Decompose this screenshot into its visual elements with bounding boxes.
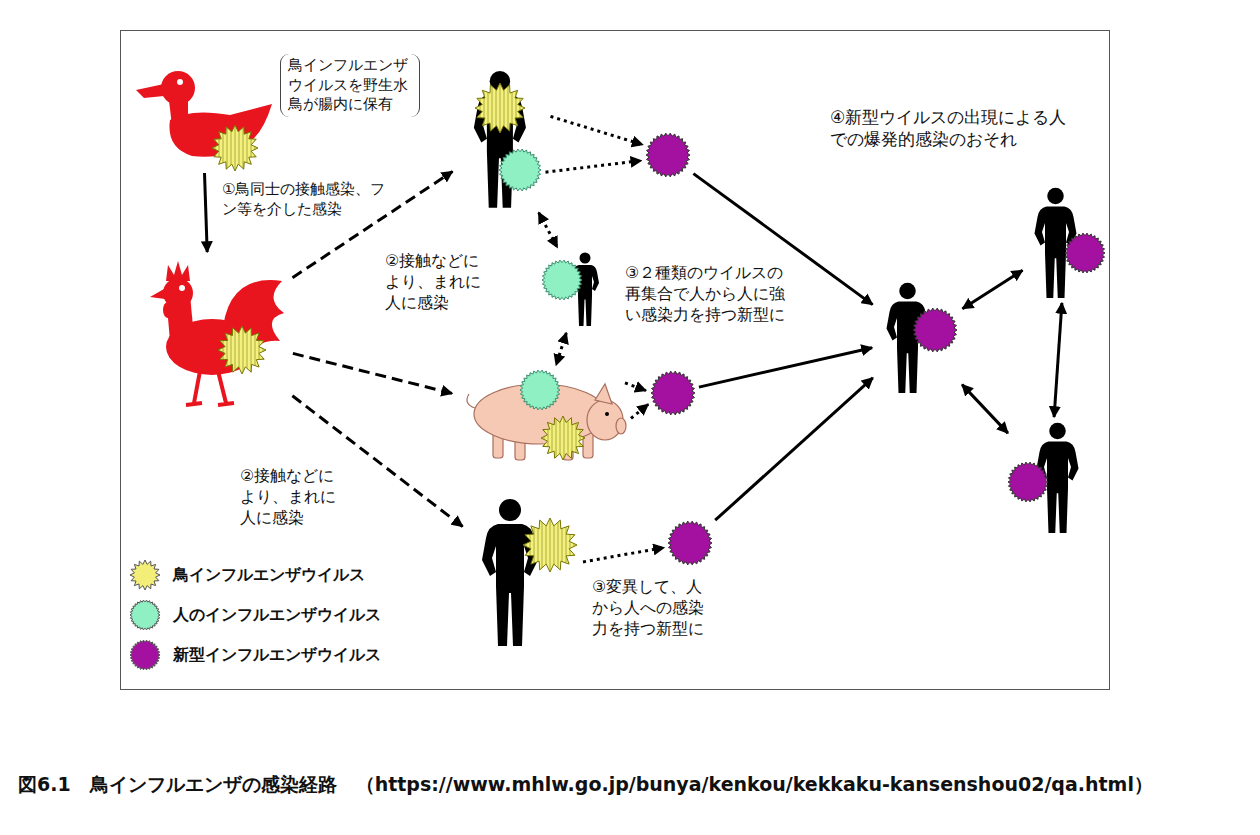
illustration bbox=[667, 520, 713, 566]
dotted-arrow bbox=[583, 548, 664, 562]
legend-row: 新型インフルエンザウイルス bbox=[125, 635, 381, 675]
legend-row: 人のインフルエンザウイルス bbox=[125, 595, 381, 635]
annotation-note: 鳥インフルエンザウイルスを野生水鳥が腸内に保有 bbox=[280, 54, 420, 117]
virus-icon bbox=[130, 640, 160, 670]
legend-swatch bbox=[125, 558, 165, 592]
solid-arrow bbox=[1054, 303, 1062, 417]
illustration bbox=[455, 368, 625, 463]
new-virus bbox=[650, 370, 696, 416]
solid-arrow bbox=[963, 270, 1023, 308]
figure-caption: 図6.1 鳥インフルエンザの感染経路 （https://www.mhlw.go.… bbox=[18, 772, 1248, 797]
dotted-arrow bbox=[539, 213, 558, 248]
virus-icon bbox=[1008, 462, 1048, 502]
person-silhouette bbox=[482, 499, 538, 646]
new-virus bbox=[645, 132, 691, 178]
virus-icon bbox=[130, 600, 160, 630]
illustration bbox=[455, 70, 545, 210]
virus-icon bbox=[475, 83, 525, 133]
virus-icon bbox=[218, 326, 266, 374]
virus-icon bbox=[646, 133, 690, 177]
virus-icon bbox=[651, 371, 695, 415]
solid-arrow bbox=[715, 378, 873, 520]
virus-icon bbox=[499, 149, 541, 191]
virus-icon bbox=[542, 260, 582, 300]
solid-arrow bbox=[205, 173, 208, 252]
solid-arrow bbox=[699, 348, 872, 387]
edge-label: ①鳥同士の接触感染、フン等を介した感染 bbox=[222, 180, 387, 220]
illustration bbox=[465, 495, 580, 650]
illustration bbox=[1010, 420, 1090, 535]
virus-icon bbox=[1065, 233, 1105, 273]
edge-label: ③変異して、人から人への感染力を持つ新型に bbox=[592, 576, 714, 639]
virus-icon bbox=[212, 125, 258, 171]
legend-text: 人のインフルエンザウイルス bbox=[173, 605, 381, 626]
dotted-arrow bbox=[625, 383, 646, 391]
solid-arrow bbox=[962, 385, 1008, 434]
rooster bbox=[150, 261, 284, 405]
edge-label: ②接触などにより、まれに人に感染 bbox=[240, 465, 342, 528]
dotted-arrow bbox=[556, 333, 566, 365]
dashed-arrow bbox=[293, 353, 452, 393]
illustration bbox=[645, 132, 691, 178]
person-bottom bbox=[465, 495, 580, 650]
chicken bbox=[130, 255, 290, 410]
illustration bbox=[650, 370, 696, 416]
person-top bbox=[455, 70, 545, 210]
illustration bbox=[1025, 185, 1107, 300]
virus-icon bbox=[668, 521, 712, 565]
virus-icon bbox=[913, 308, 957, 352]
legend-swatch bbox=[125, 598, 165, 632]
dotted-arrow bbox=[551, 116, 643, 144]
legend-swatch bbox=[125, 638, 165, 672]
step-note: ③２種類のウイルスの再集合で人から人に強い感染力を持つ新型に bbox=[625, 262, 795, 325]
illustration bbox=[875, 280, 960, 395]
person-right-bottom bbox=[1010, 420, 1090, 535]
dotted-arrow bbox=[631, 404, 648, 418]
virus-icon bbox=[130, 560, 160, 590]
edge-label: ②接触などにより、まれに人に感染 bbox=[385, 250, 487, 313]
legend-text: 鳥インフルエンザウイルス bbox=[173, 565, 365, 586]
person-right-top bbox=[1025, 185, 1107, 300]
virus-icon bbox=[523, 518, 577, 572]
illustration bbox=[130, 60, 275, 170]
person-small bbox=[540, 250, 620, 330]
dotted-arrow bbox=[546, 161, 642, 173]
virus-icon bbox=[541, 416, 585, 460]
caption-text: 図6.1 鳥インフルエンザの感染経路 （https://www.mhlw.go.… bbox=[18, 773, 1153, 795]
legend-row: 鳥インフルエンザウイルス bbox=[125, 555, 381, 595]
new-virus bbox=[667, 520, 713, 566]
wild-duck: 鳥インフルエンザウイルスを野生水鳥が腸内に保有 bbox=[130, 60, 275, 170]
person-center bbox=[875, 280, 960, 395]
step-note: ④新型ウイルスの出現による人での爆発的感染のおそれ bbox=[830, 106, 1080, 151]
illustration bbox=[540, 250, 620, 330]
dashed-arrow bbox=[292, 396, 462, 527]
legend: 鳥インフルエンザウイルス人のインフルエンザウイルス新型インフルエンザウイルス bbox=[125, 555, 381, 675]
virus-icon bbox=[520, 370, 560, 410]
pig bbox=[455, 368, 625, 463]
legend-text: 新型インフルエンザウイルス bbox=[173, 645, 381, 666]
illustration bbox=[130, 255, 290, 410]
